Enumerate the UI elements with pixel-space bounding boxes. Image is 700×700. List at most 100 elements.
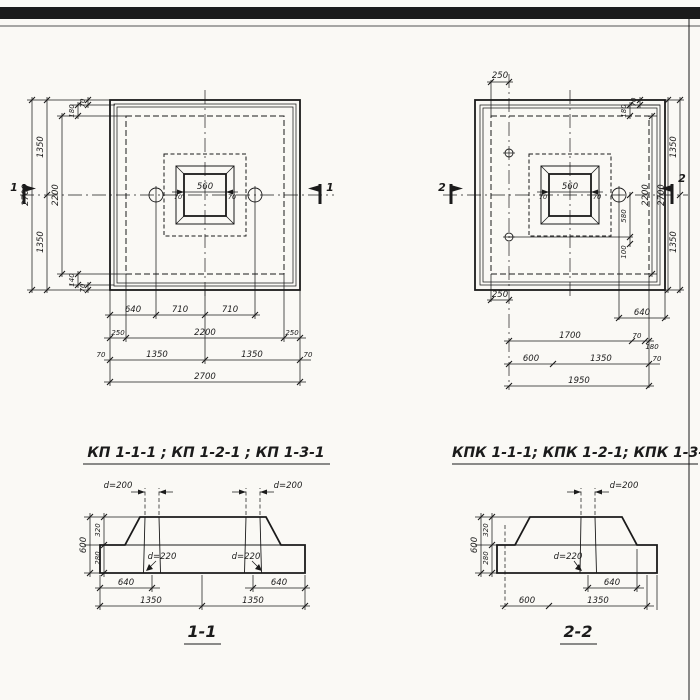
dim-70-row-right: 70: [304, 351, 313, 359]
section-mark-2-left: 2: [438, 181, 463, 204]
dim-2700-vert: 2700: [21, 184, 31, 206]
dim-250-right: 250: [285, 329, 299, 337]
plan-right: 560 70 70 250 250 70 180 580 100 2200 27…: [438, 71, 688, 390]
pocket-560-edge: [183, 173, 227, 217]
section-mark-2-right: 2: [660, 172, 686, 204]
dim-250-bottom: 250: [492, 290, 508, 300]
dim-70-side-right: 70: [593, 193, 601, 201]
d200-label-right: d=200: [274, 481, 303, 491]
dimension-ticks: [477, 513, 651, 610]
dim-bottom-70: 70: [79, 283, 87, 292]
sleeve-axis-extensions: [504, 488, 596, 610]
section-arrow: [451, 185, 463, 192]
top-black-bar: [0, 7, 700, 19]
slab-border-line2: [116, 106, 294, 284]
plan-left: 560 70 70 70 180 140 70 2200 1350 1350 2…: [10, 90, 334, 386]
dim-2200: 2200: [641, 184, 651, 206]
slab-outer-edge: [474, 99, 666, 291]
slab-border-line: [113, 103, 297, 287]
slab-border-line: [479, 104, 661, 286]
pocket-chamfer-lines: [175, 165, 235, 225]
dim-70-side-left: 70: [539, 193, 547, 201]
pocket-chamfer-lines: [540, 165, 600, 225]
section-2-2: d=200 d=220 320 280 600 640 600 1350 2-2: [470, 481, 658, 645]
dim-600-bottom: 600: [519, 596, 535, 606]
dim-250-top: 250: [492, 71, 508, 81]
dimension-ticks: [86, 513, 309, 610]
dim-640: 640: [125, 305, 141, 315]
dim-70-row-c: 70: [653, 355, 662, 363]
d220-leaders: [147, 560, 261, 570]
pocket-outer-edge: [540, 165, 600, 225]
section-arrow: [24, 185, 36, 192]
section-mark-1-right: 1: [308, 181, 334, 204]
d200-arrows: [138, 489, 267, 495]
dim-710-right: 710: [222, 305, 238, 315]
dim-1350-bottom: 1350: [669, 231, 679, 253]
dim-1350-right: 1350: [242, 596, 264, 606]
dim-top-180: 180: [68, 104, 76, 118]
dim-100: 100: [620, 245, 628, 259]
dim-1700: 1700: [559, 331, 581, 341]
dim-640: 640: [634, 308, 650, 318]
dim-580: 580: [620, 209, 628, 223]
dim-640: 640: [604, 578, 620, 588]
d220-label-left: d=220: [148, 552, 177, 562]
dim-70-row-left: 70: [97, 351, 106, 359]
section-mark-label: 1: [326, 181, 334, 194]
pocket-560-edge: [548, 173, 592, 217]
pedestal-hidden-edge: [163, 153, 247, 237]
dim-2200: 2200: [51, 184, 61, 206]
section-arrow: [308, 185, 320, 192]
dimension-lines: [84, 513, 310, 610]
anchor-sleeves: [143, 516, 262, 574]
slab-border-line2: [482, 107, 658, 283]
dim-710-left: 710: [172, 305, 188, 315]
dimension-ticks: [487, 78, 684, 390]
dim-1350-row: 1350: [590, 354, 612, 364]
step-2200-hidden-edge: [125, 115, 285, 275]
dim-560: 560: [197, 182, 213, 192]
dim-2700-vert: 2700: [657, 184, 667, 206]
d220-label-right: d=220: [232, 552, 261, 562]
marks-title-left: КП 1-1-1 ; КП 1-2-1 ; КП 1-3-1: [87, 445, 324, 461]
extension-lines: [27, 99, 301, 386]
section-title-1-1: 1-1: [188, 622, 217, 641]
dim-top-180: 180: [620, 104, 628, 118]
extension-lines: [490, 80, 684, 388]
dim-70-side-right: 70: [228, 193, 236, 201]
dim-640-right: 640: [271, 578, 287, 588]
dim-600-height: 600: [470, 537, 480, 553]
dim-180-row-b: 180: [645, 343, 659, 351]
section-arrow: [660, 185, 672, 192]
d200-label: d=200: [610, 481, 639, 491]
dim-1350-left: 1350: [140, 596, 162, 606]
step-2200-hidden-edge: [490, 115, 650, 275]
sleeve-axis-extensions: [144, 488, 261, 515]
dim-280: 280: [94, 551, 102, 565]
d220-label: d=220: [554, 552, 583, 562]
d200-arrows: [574, 489, 602, 495]
dimension-lines: [31, 97, 311, 383]
marking-titles: КП 1-1-1 ; КП 1-2-1 ; КП 1-3-1 КПК 1-1-1…: [83, 445, 700, 465]
section-1-1: d=200 d=200 d=220 d=220 320 280 600 640 …: [79, 481, 310, 645]
dim-1350-top: 1350: [36, 136, 46, 158]
section-title-2-2: 2-2: [564, 622, 593, 641]
dim-1350-top: 1350: [669, 136, 679, 158]
section-mark-label: 1: [10, 181, 18, 194]
dim-70-row-b: 70: [633, 332, 642, 340]
dim-320: 320: [94, 523, 102, 537]
dim-70-side-left: 70: [174, 193, 182, 201]
dimension-lines: [487, 81, 681, 387]
pocket-outer-edge: [175, 165, 235, 225]
dim-640-left: 640: [118, 578, 134, 588]
section-mark-label: 2: [678, 172, 686, 185]
dim-600: 600: [523, 354, 539, 364]
dim-320: 320: [482, 523, 490, 537]
dim-2200-bottom: 2200: [194, 328, 216, 338]
dim-bottom-140: 140: [68, 273, 76, 287]
dim-1350-row-left: 1350: [146, 350, 168, 360]
section-mark-label: 2: [438, 181, 446, 194]
